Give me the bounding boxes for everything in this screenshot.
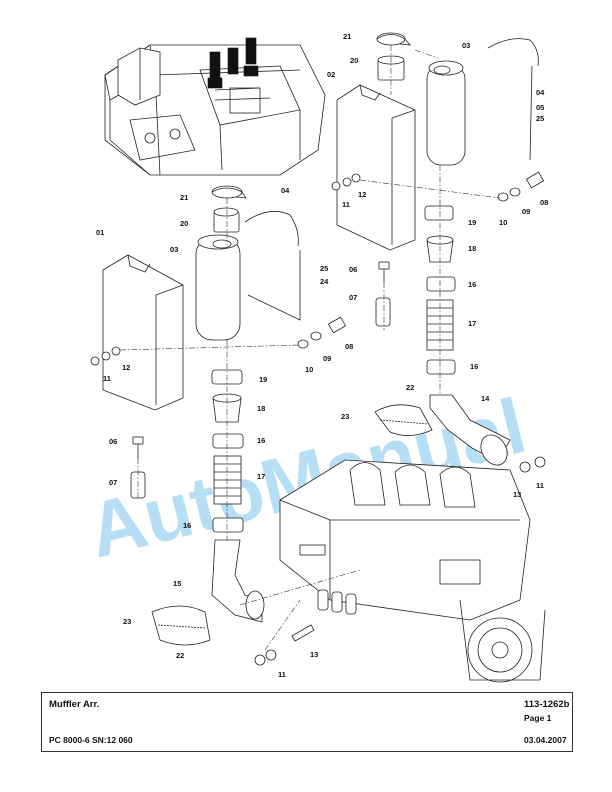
callout-20-top: 20 xyxy=(350,56,358,65)
callout-19-top: 19 xyxy=(468,218,476,227)
callout-22-left: 22 xyxy=(176,651,184,660)
callout-08-top: 08 xyxy=(540,198,548,207)
callout-10-top: 10 xyxy=(499,218,507,227)
callout-07-top: 07 xyxy=(349,293,357,302)
callout-16-top-a: 16 xyxy=(468,280,476,289)
callout-22-top: 22 xyxy=(406,383,414,392)
drawing-number: 113-1262b xyxy=(524,699,570,710)
callout-11-left: 11 xyxy=(103,374,111,383)
callout-13-bottom: 13 xyxy=(310,650,318,659)
title-block: Muffler Arr. 113-1262b Page 1 PC 8000-6 … xyxy=(41,692,573,752)
callout-11-bottom: 11 xyxy=(278,670,286,679)
callout-25-top: 25 xyxy=(536,114,544,123)
callout-25-left: 25 xyxy=(320,264,328,273)
callout-02: 02 xyxy=(327,70,335,79)
callout-03-left: 03 xyxy=(170,245,178,254)
model-serial: PC 8000-6 SN:12 060 xyxy=(49,735,133,745)
exploded-parts-diagram: AutoManual xyxy=(80,32,548,683)
callout-17-left: 17 xyxy=(257,472,265,481)
drawing-date: 03.04.2007 xyxy=(524,735,567,745)
drawing-title: Muffler Arr. xyxy=(49,699,100,710)
callout-04-top: 04 xyxy=(536,88,545,97)
callout-16-left-a: 16 xyxy=(257,436,265,445)
muffler-assembly-upper xyxy=(331,32,546,485)
callout-08-left: 08 xyxy=(345,342,353,351)
page-number: Page 1 xyxy=(524,713,552,723)
callout-20-left: 20 xyxy=(180,219,188,228)
callout-23-left: 23 xyxy=(123,617,131,626)
callout-16-top-b: 16 xyxy=(470,362,478,371)
callout-19-left: 19 xyxy=(259,375,267,384)
callout-06-top: 06 xyxy=(349,265,357,274)
machine-overview-illustration xyxy=(104,37,326,176)
callout-12-left: 12 xyxy=(122,363,130,372)
callout-12-top: 12 xyxy=(358,190,366,199)
callout-11-top: 11 xyxy=(342,200,350,209)
engine-illustration xyxy=(239,459,546,683)
callout-21-top: 21 xyxy=(343,32,351,41)
callout-03-top: 03 xyxy=(462,41,470,50)
callout-01: 01 xyxy=(96,228,104,237)
callout-07-left: 07 xyxy=(109,478,117,487)
callout-17-top: 17 xyxy=(468,319,476,328)
callout-09-left: 09 xyxy=(323,354,331,363)
muffler-assembly-lower xyxy=(90,185,347,666)
callout-18-top: 18 xyxy=(468,244,476,253)
callout-11-right: 11 xyxy=(536,481,544,490)
callout-14: 14 xyxy=(481,394,490,403)
callout-24: 24 xyxy=(320,277,329,286)
callout-05: 05 xyxy=(536,103,544,112)
callout-15: 15 xyxy=(173,579,181,588)
callout-23-top: 23 xyxy=(341,412,349,421)
callout-04-left: 04 xyxy=(281,186,290,195)
callout-09-top: 09 xyxy=(522,207,530,216)
callout-06-left: 06 xyxy=(109,437,117,446)
callout-10-left: 10 xyxy=(305,365,313,374)
callout-18-left: 18 xyxy=(257,404,265,413)
callout-16-left-b: 16 xyxy=(183,521,191,530)
callout-13-top: 13 xyxy=(513,490,521,499)
callout-21-left: 21 xyxy=(180,193,188,202)
callout-labels: 21 03 20 02 04 05 25 12 11 08 09 10 19 1… xyxy=(96,32,548,679)
